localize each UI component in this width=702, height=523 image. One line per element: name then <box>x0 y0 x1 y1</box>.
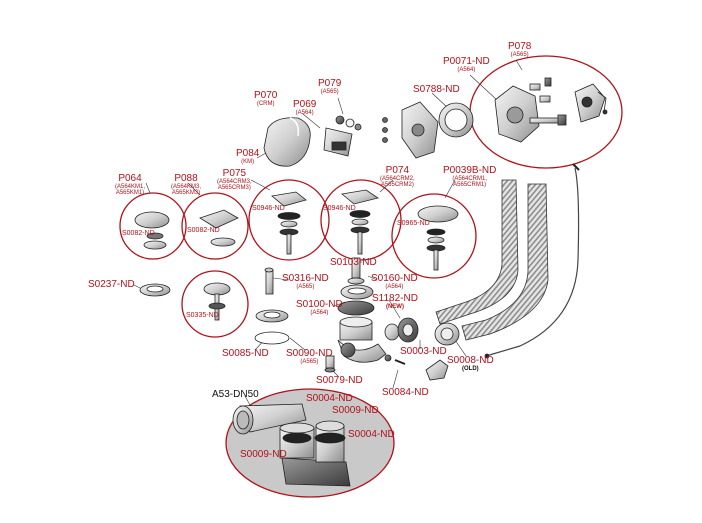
loose-parts <box>139 257 374 345</box>
detail-circle-s0335 <box>181 270 249 338</box>
part-code: P075 <box>222 168 247 179</box>
siphon-assembly <box>232 403 351 487</box>
part-code: P069 <box>293 99 317 110</box>
detail-circle-p074 <box>320 179 402 261</box>
overflow-plate <box>382 101 439 159</box>
handle-mechanism <box>323 115 362 157</box>
label-s0090: S0090-ND (A565) <box>286 348 333 366</box>
part-code: S0085-ND <box>222 348 269 359</box>
part-variant: (A564CRM3, <box>217 179 252 185</box>
label-s0004-a: S0004-ND <box>306 393 353 404</box>
part-note: (OLD) <box>462 366 479 372</box>
label-s1182: S1182-ND (NEW) <box>372 293 418 311</box>
label-p070: P070 (CRM) <box>254 90 278 108</box>
label-a53-dn50: A53-DN50 <box>212 389 259 400</box>
part-code: P078 <box>508 41 532 52</box>
part-code: P0071-ND <box>443 56 490 67</box>
label-p078: P078 (A565) <box>508 41 532 59</box>
part-variant: (A565) <box>296 284 315 290</box>
part-code: P084 <box>236 148 260 159</box>
label-s0100: S0100-ND (A564) <box>296 299 343 317</box>
label-p088: P088 (A564KM3, A565KM3) <box>171 173 202 197</box>
hose-connectors <box>384 317 460 381</box>
part-variant: (A564) <box>295 110 314 116</box>
part-code: P079 <box>318 78 342 89</box>
part-code: P088 <box>174 173 198 184</box>
part-note: (NEW) <box>385 304 404 310</box>
label-s0085: S0085-ND <box>222 349 269 359</box>
detail-circle-p088 <box>181 192 249 260</box>
detail-circle-p075 <box>248 179 330 261</box>
label-s0237: S0237-ND <box>88 279 135 290</box>
drain-body <box>324 300 387 373</box>
label-s0316: S0316-ND (A565) <box>282 273 329 291</box>
part-variant: (A564CRM1, <box>452 176 488 182</box>
part-variant: A565KM3) <box>171 190 201 196</box>
detail-circle-p0039b <box>391 193 477 279</box>
part-variant: (A564) <box>457 67 476 73</box>
label-s0003: S0003-ND <box>400 346 447 357</box>
label-s0082-a: S0082-ND <box>122 230 155 237</box>
part-code: S0100-ND <box>296 299 343 310</box>
part-variant: (A564) <box>385 284 404 290</box>
part-code: S0008-ND <box>447 355 494 366</box>
part-code: P064 <box>118 173 142 184</box>
part-variant: A565CRM2) <box>380 182 414 188</box>
label-p0071: P0071-ND (A564) <box>443 56 490 74</box>
popup-plugs <box>134 189 459 321</box>
label-s0079: S0079-ND <box>316 375 363 386</box>
part-code: S0160-ND <box>371 273 418 284</box>
label-s0008: S0008-ND (OLD) <box>447 355 494 373</box>
part-code: P0039B-ND <box>443 165 497 176</box>
part-variant: A565CRM1) <box>453 182 487 188</box>
label-s0084: S0084-ND <box>382 387 429 398</box>
part-variant: (A565) <box>510 52 529 58</box>
label-s0009-a: S0009-ND <box>332 405 379 416</box>
part-variant: A565CRM3) <box>217 185 251 191</box>
label-s0335: S0335-ND <box>186 312 219 319</box>
part-variant: (A564KM3, <box>171 184 202 190</box>
label-s0160: S0160-ND (A564) <box>371 273 418 291</box>
label-p0039b: P0039B-ND (A564CRM1, A565CRM1) <box>443 165 497 189</box>
flexible-hoses <box>435 163 580 359</box>
label-s0788: S0788-ND <box>413 84 460 95</box>
label-s0009-b: S0009-ND <box>240 449 287 460</box>
part-variant: (A564) <box>310 310 329 316</box>
handle-cap <box>263 117 311 167</box>
part-code: P070 <box>254 90 278 101</box>
detail-circle-p064 <box>119 192 187 260</box>
part-code: S0090-ND <box>286 348 333 359</box>
overflow-unit <box>438 77 608 143</box>
part-variant: (A564CRM2, <box>380 176 415 182</box>
part-code: S0316-ND <box>282 273 329 284</box>
part-variant: (A564KM1, <box>115 184 146 190</box>
part-variant: (A565) <box>300 359 319 365</box>
part-variant: (CRM) <box>256 101 275 107</box>
label-p064: P064 (A564KM1, A565KM1) <box>115 173 146 197</box>
part-variant: (KM) <box>241 159 255 165</box>
label-s0965: S0965-ND <box>397 220 430 227</box>
label-p075: P075 (A564CRM3, A565CRM3) <box>217 168 252 192</box>
part-code: S1182-ND <box>372 293 418 304</box>
part-variant: A565KM1) <box>115 190 145 196</box>
label-s0004-b: S0004-ND <box>348 429 395 440</box>
label-s0103: S0103-ND <box>330 257 377 268</box>
label-p069: P069 (A564) <box>293 99 317 117</box>
label-p079: P079 (A565) <box>318 78 342 96</box>
part-variant: (A565) <box>320 89 339 95</box>
label-p084: P084 (KM) <box>236 148 260 166</box>
label-p074: P074 (A564CRM2, A565CRM2) <box>380 165 415 189</box>
part-code: P074 <box>385 165 410 176</box>
label-s0946-b: S0946-ND <box>323 205 356 212</box>
label-s0082-b: S0082-ND <box>187 227 220 234</box>
label-s0946-a: S0946-ND <box>252 205 285 212</box>
